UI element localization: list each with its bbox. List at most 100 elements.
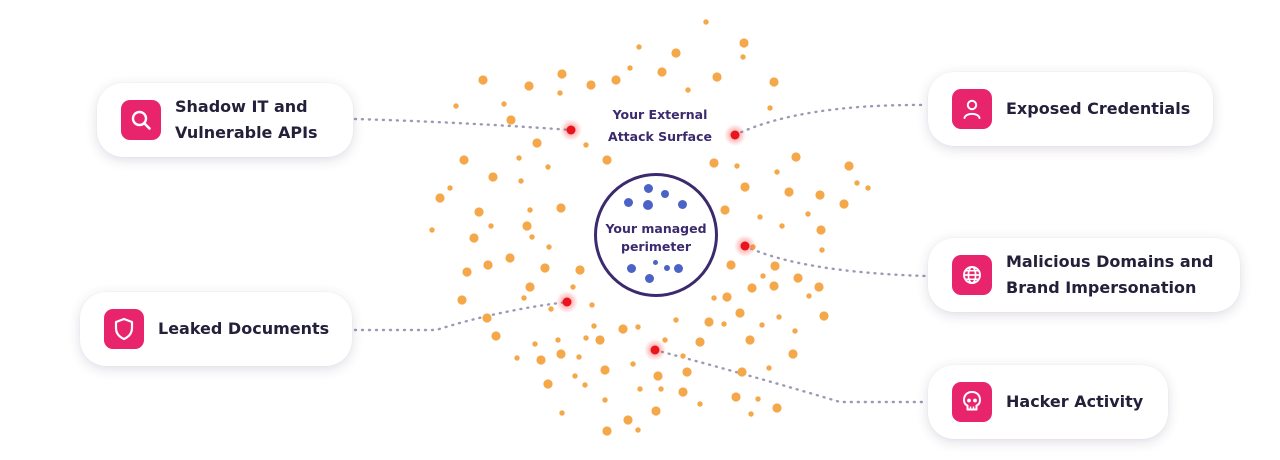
card-shadow-it[interactable]: Shadow IT and Vulnerable APIs: [97, 83, 353, 157]
surface-dot: [740, 54, 746, 60]
surface-dot: [651, 406, 661, 416]
surface-dot: [635, 324, 641, 330]
surface-dot: [755, 396, 761, 402]
surface-dot: [529, 234, 535, 240]
surface-dot: [459, 155, 469, 165]
surface-dot: [555, 337, 561, 343]
surface-dot: [774, 169, 780, 175]
surface-dot: [586, 80, 596, 90]
surface-dot: [793, 273, 803, 283]
surface-dot: [657, 67, 667, 77]
surface-dot: [469, 233, 479, 243]
card-label-leaked-documents: Leaked Documents: [158, 319, 330, 338]
surface-dot: [757, 214, 763, 220]
surface-dot: [524, 81, 534, 91]
surface-dot: [806, 293, 812, 299]
perimeter-dot: [644, 273, 654, 283]
surface-dot: [819, 311, 829, 321]
surface-dot: [532, 138, 542, 148]
surface-dot: [483, 260, 493, 270]
surface-dot: [737, 367, 747, 377]
surface-dot: [618, 324, 628, 334]
surface-dot: [711, 295, 717, 301]
surface-dot: [488, 172, 498, 182]
card-leaked-documents[interactable]: Leaked Documents: [80, 292, 352, 366]
surface-dot: [769, 77, 779, 87]
surface-dot: [779, 223, 785, 229]
surface-dot: [740, 182, 750, 192]
surface-dot: [784, 187, 794, 197]
user-icon: [952, 89, 992, 129]
surface-dot: [747, 283, 757, 293]
surface-dot: [760, 273, 766, 279]
surface-dot: [673, 317, 679, 323]
surface-dot: [516, 155, 522, 161]
surface-dot: [814, 282, 824, 292]
surface-dot: [720, 205, 730, 215]
surface-dot: [627, 65, 633, 71]
surface-dot: [739, 38, 749, 48]
surface-dot: [854, 180, 860, 186]
surface-dot: [429, 227, 435, 233]
surface-dot: [792, 328, 798, 334]
surface-dot: [572, 373, 578, 379]
card-exposed-credentials[interactable]: Exposed Credentials: [928, 72, 1213, 146]
surface-dot: [776, 314, 782, 320]
surface-dot: [582, 382, 588, 388]
globe-icon: [952, 255, 992, 295]
perimeter-dot: [652, 259, 658, 265]
surface-dot: [745, 335, 755, 345]
surface-dot: [682, 367, 692, 377]
surface-dot: [488, 223, 494, 229]
surface-dot: [453, 103, 459, 109]
card-label-exposed-credentials: Exposed Credentials: [1006, 99, 1191, 118]
surface-dot: [844, 161, 854, 171]
perimeter-dot: [623, 197, 633, 207]
surface-dot: [506, 115, 516, 125]
surface-dot: [514, 355, 520, 361]
card-malicious-domains[interactable]: Malicious Domains and Brand Impersonatio…: [928, 238, 1240, 312]
perimeter-label: Your managed perimeter: [605, 221, 707, 254]
surface-dot: [576, 354, 582, 360]
surface-dot: [548, 306, 554, 312]
surface-dot: [726, 260, 736, 270]
threat-dot-leaked: [562, 297, 572, 307]
surface-dot: [697, 401, 703, 407]
surface-dot: [680, 353, 686, 359]
surface-dot: [543, 379, 553, 389]
surface-dot: [635, 427, 641, 433]
surface-dot: [767, 105, 773, 111]
surface-dot: [636, 44, 642, 50]
surface-dot: [527, 207, 533, 213]
surface-dot: [462, 267, 472, 277]
surface-dot: [595, 335, 605, 345]
card-hacker-activity[interactable]: Hacker Activity: [928, 365, 1168, 439]
surface-dot: [525, 282, 535, 292]
surface-dot: [722, 292, 732, 302]
surface-dot: [805, 211, 811, 217]
surface-dot: [623, 415, 633, 425]
surface-dot: [791, 152, 801, 162]
threat-dot-hacker: [650, 345, 660, 355]
card-label-shadow-it: Shadow IT and Vulnerable APIs: [175, 97, 318, 142]
surface-dot: [815, 190, 825, 200]
threat-dots: [556, 119, 756, 361]
surface-dot: [709, 158, 719, 168]
skull-icon: [952, 382, 992, 422]
surface-dot: [816, 225, 826, 235]
threat-dot-shadow-it: [566, 125, 576, 135]
perimeter-dot: [664, 265, 670, 271]
surface-dot: [766, 365, 772, 371]
surface-dot: [557, 69, 567, 79]
surface-dot: [653, 371, 663, 381]
surface-dot-cloud: [429, 19, 871, 436]
surface-dot: [482, 313, 492, 323]
surface-dot: [748, 411, 754, 417]
surface-dot: [491, 331, 501, 341]
card-label-hacker-activity: Hacker Activity: [1006, 392, 1144, 411]
perimeter-dot: [643, 200, 653, 210]
surface-dot: [575, 265, 585, 275]
attack-surface-label: Your External Attack Surface: [608, 107, 712, 144]
surface-dot: [695, 337, 705, 347]
surface-dot: [678, 387, 688, 397]
